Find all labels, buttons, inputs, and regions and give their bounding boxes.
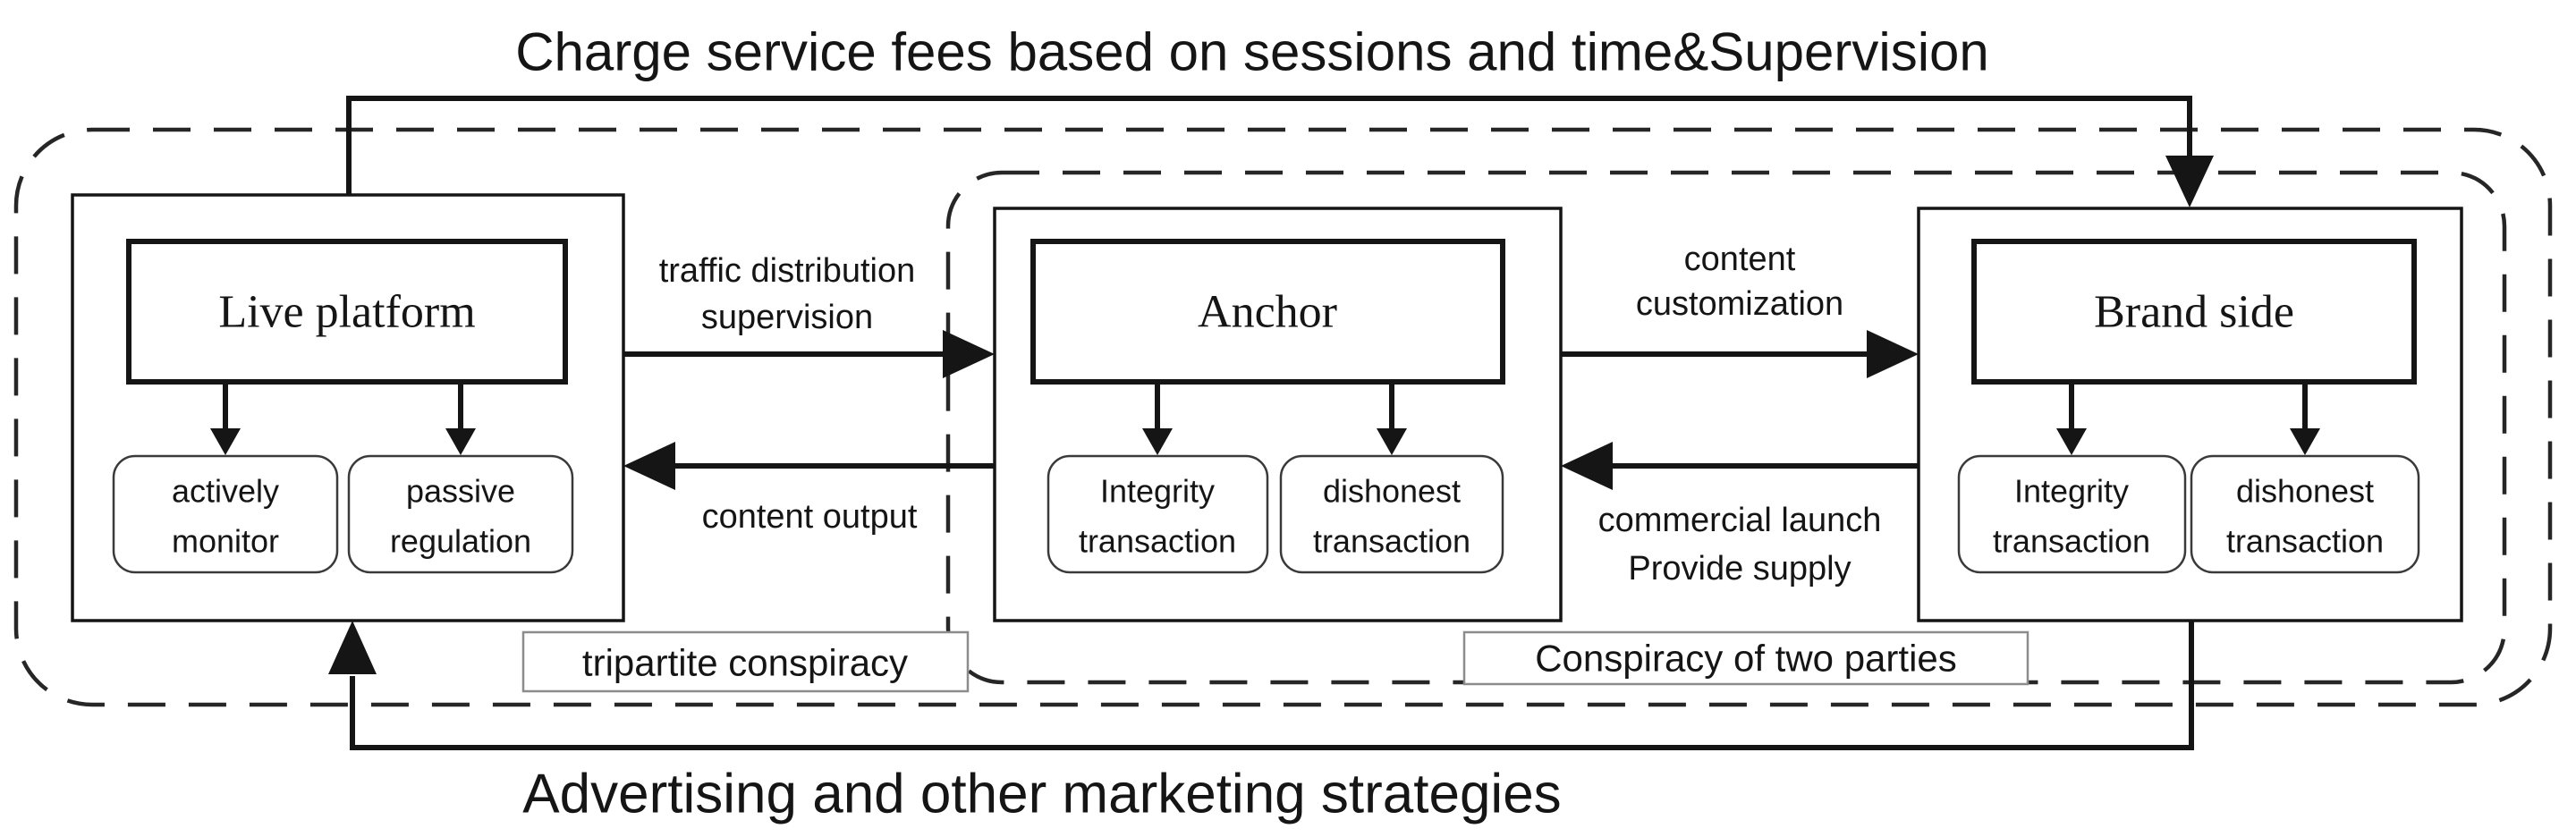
top-flow-label: Charge service fees based on sessions an… — [515, 22, 1989, 82]
top-flow-line — [346, 96, 2192, 195]
bottom-flow-arrowhead-up — [328, 621, 377, 674]
anchor-dishonest-transaction-box — [1279, 454, 1504, 574]
anchor-integrity-line2: transaction — [1079, 523, 1236, 560]
content-customization-arrowhead — [1867, 330, 1919, 378]
actively-monitor-box — [112, 454, 339, 574]
anchor-box — [1030, 239, 1505, 385]
tripartite-conspiracy-label: tripartite conspiracy — [582, 642, 908, 684]
bottom-flow-label: Advertising and other marketing strategi… — [522, 764, 1561, 825]
anchor-child1-arrowhead — [1142, 428, 1173, 455]
anchor-container — [993, 207, 1563, 622]
brand-integrity-line1: Integrity — [2014, 473, 2129, 510]
bottom-flow-line — [350, 621, 2194, 750]
live-platform-title: Live platform — [218, 287, 475, 338]
anchor-child2-arrowhead — [1377, 428, 1407, 455]
brand-side-box — [1971, 239, 2417, 385]
brand-dishonest-line1: dishonest — [2236, 473, 2374, 510]
two-parties-conspiracy-label: Conspiracy of two parties — [1535, 638, 1957, 680]
actively-monitor-line1: actively — [172, 473, 279, 510]
anchor-title: Anchor — [1198, 287, 1337, 338]
passive-regulation-line1: passive — [406, 473, 515, 510]
brand-dishonest-transaction-box — [2190, 454, 2420, 574]
anchor-dishonest-line1: dishonest — [1323, 473, 1461, 510]
brand-dishonest-line2: transaction — [2226, 523, 2384, 560]
commercial-label-line1: commercial launch — [1598, 502, 1882, 539]
brand-side-title: Brand side — [2094, 287, 2294, 338]
brand-integrity-transaction-box — [1957, 454, 2187, 574]
content-output-arrowhead — [623, 442, 675, 490]
commercial-label-line2: Provide supply — [1628, 550, 1851, 588]
content-output-label: content output — [702, 498, 918, 536]
traffic-supervision-arrowhead — [943, 330, 995, 378]
live-child2-arrowhead — [445, 428, 476, 455]
anchor-integrity-line1: Integrity — [1100, 473, 1215, 510]
commercial-launch-arrowhead — [1561, 442, 1613, 490]
anchor-dishonest-line2: transaction — [1313, 523, 1470, 560]
brand-child1-arrowhead — [2056, 428, 2087, 455]
passive-regulation-line2: regulation — [390, 523, 531, 560]
two-parties-conspiracy-label-box — [1462, 630, 2029, 686]
live-child1-arrowhead — [210, 428, 241, 455]
actively-monitor-line2: monitor — [172, 523, 279, 560]
live-platform-container — [71, 193, 625, 622]
brand-side-container — [1917, 207, 2463, 622]
brand-child2-arrowhead — [2290, 428, 2320, 455]
traffic-label-line2: supervision — [701, 299, 873, 336]
passive-regulation-box — [347, 454, 574, 574]
brand-integrity-line2: transaction — [1993, 523, 2150, 560]
tripartite-conspiracy-label-box — [521, 630, 970, 693]
tripartite-group-border — [13, 127, 2553, 707]
live-platform-box — [126, 239, 568, 385]
customization-label-line1: content — [1684, 241, 1796, 278]
traffic-label-line1: traffic distribution — [659, 252, 916, 290]
top-flow-arrowhead-down — [2165, 156, 2214, 207]
customization-label-line2: customization — [1636, 285, 1843, 323]
anchor-integrity-transaction-box — [1046, 454, 1269, 574]
